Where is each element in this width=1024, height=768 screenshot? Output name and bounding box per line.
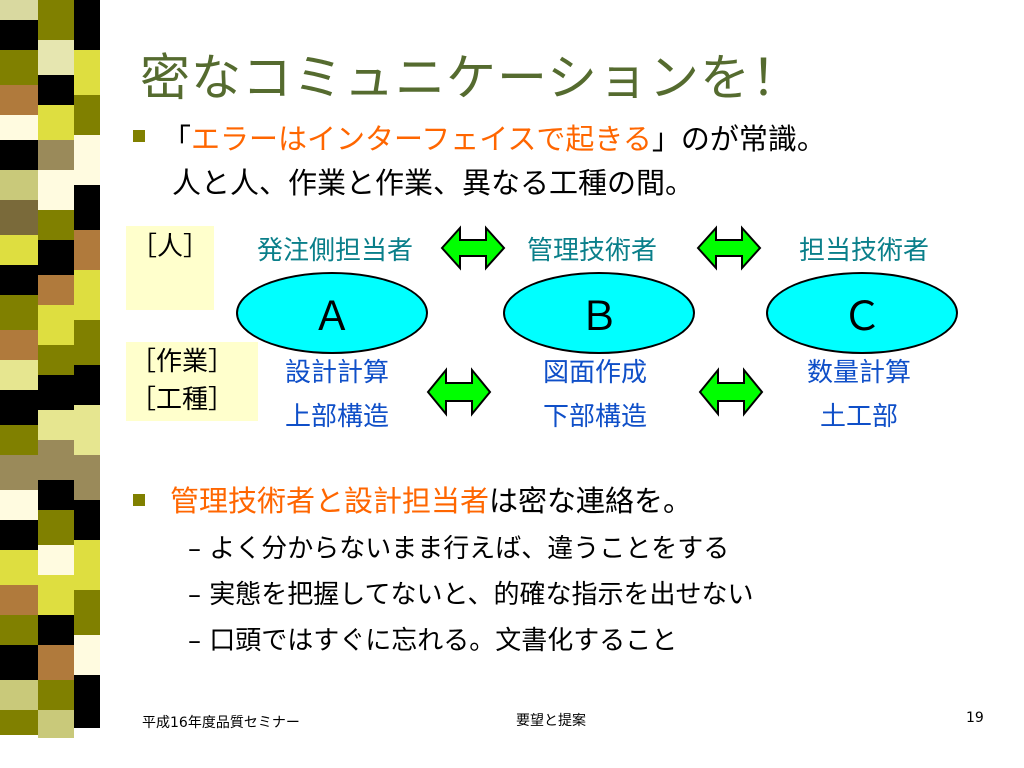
double-arrow-icon: [698, 367, 764, 417]
decorative-stripe-band: [0, 0, 100, 768]
dash-marker: –: [188, 534, 201, 564]
person-client: 発注側担当者: [256, 236, 413, 266]
type-earthwork: 土工部: [819, 402, 898, 432]
dash-marker: –: [188, 626, 201, 656]
bullet-marker: [133, 494, 145, 506]
double-arrow-icon: [440, 225, 506, 271]
node-b: Ｂ: [503, 272, 695, 354]
person-engineer: 担当技術者: [798, 236, 929, 266]
stripe-column-right: [74, 0, 100, 768]
bullet2-line: 管理技術者と設計担当者は密な連絡を。: [170, 478, 692, 520]
footer-left: 平成16年度品質セミナー: [142, 715, 300, 731]
work-quantity-calc: 数量計算: [806, 358, 911, 388]
sub-item: – よく分からないまま行えば、違うことをする: [188, 534, 730, 564]
footer-page-number: 19: [966, 710, 984, 726]
work-design-calc: 設計計算: [284, 358, 389, 388]
quote-close: 」のが常識。: [651, 122, 826, 156]
stripe-column-left: [0, 0, 38, 768]
bullet-marker: [133, 130, 145, 142]
double-arrow-icon: [696, 225, 762, 271]
type-substructure: 下部構造: [542, 402, 647, 432]
bullet2-rest: は密な連絡を。: [489, 484, 693, 518]
row-label-work: ［作業］: [130, 347, 235, 377]
slide-title: 密なコミュニケーションを！: [140, 49, 802, 107]
work-drawing: 図面作成: [542, 358, 647, 388]
highlight-error-interface: エラーはインターフェイスで起きる: [191, 122, 652, 156]
node-a: Ａ: [236, 272, 428, 354]
double-arrow-icon: [426, 367, 492, 417]
footer-center: 要望と提案: [516, 713, 586, 729]
quote-open: 「: [162, 122, 192, 156]
person-manager: 管理技術者: [526, 236, 657, 266]
node-c: Ｃ: [766, 272, 958, 354]
dash-marker: –: [188, 580, 201, 610]
row-label-people: ［人］: [126, 226, 214, 310]
bullet1-line1: 「エラーはインターフェイスで起きる」のが常識。: [162, 116, 826, 158]
type-superstructure: 上部構造: [284, 402, 389, 432]
row-label-type: ［工種］: [130, 384, 235, 415]
bullet1-line2: 人と人、作業と作業、異なる工種の間。: [172, 166, 695, 200]
sub-item: – 実態を把握してないと、的確な指示を出せない: [188, 580, 754, 610]
highlight-manager-designer: 管理技術者と設計担当者: [170, 484, 490, 518]
row-label-work-and-type: ［作業］ ［工種］: [126, 342, 258, 422]
sub-item: – 口頭ではすぐに忘れる。文書化すること: [188, 626, 678, 656]
stripe-column-mid: [38, 0, 74, 768]
